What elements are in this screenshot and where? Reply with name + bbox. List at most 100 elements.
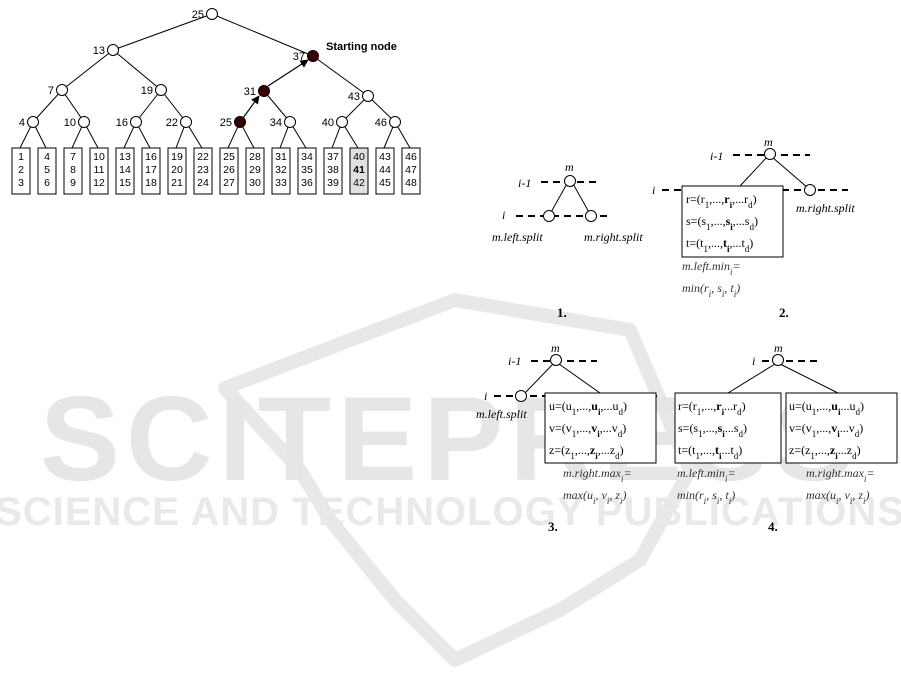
watermark (218, 293, 697, 667)
tuple-part: ) (738, 443, 742, 457)
leaf-value: 7 (70, 151, 76, 163)
tuple-part: ,...v (600, 421, 618, 435)
p4-edge-left (727, 363, 776, 394)
tuple-part: ,..., (709, 192, 724, 206)
note-line: min(ri, si, ti) (682, 281, 740, 299)
tuple-part: ,..., (701, 399, 716, 413)
tree-node-label: 25 (220, 117, 232, 129)
leaf-value: 42 (353, 177, 365, 189)
tuple-part: 1 (572, 407, 577, 417)
leaf-value: 5 (44, 164, 50, 176)
tuple-row: z=(z1,...,zi,...zd) (549, 443, 624, 461)
tuple-part: i (727, 244, 730, 254)
tree-node-label: 16 (116, 117, 128, 129)
tuple-part: s=(s (678, 421, 698, 435)
tuple-row: r=(r1,...,ri...rd) (678, 399, 746, 417)
tuple-part: i (722, 407, 725, 417)
tuple-part: ) (754, 214, 758, 228)
tuple-part: ,...t (729, 236, 745, 250)
tuple-part: ...s (725, 421, 739, 435)
search-path-arrows (242, 59, 309, 119)
tuple-part: t (715, 443, 719, 457)
tuple-part: i (835, 451, 838, 461)
p1-level-bot: i (502, 208, 505, 222)
p4-level: i (752, 354, 755, 368)
p3-left-split: m.left.split (476, 407, 527, 421)
p1-edge-left (549, 181, 569, 215)
note-part: ) (865, 488, 870, 502)
tree-leaves: 1234567891011121314151617181920212223242… (11, 147, 421, 195)
tuple-part: r=(r (678, 399, 697, 413)
p3-rows: u=(u1,...,ui,...ud)v=(v1,...,vi,...vd)z=… (549, 399, 627, 461)
note-part: max(u (563, 488, 593, 502)
p2-right-split: m.right.split (796, 201, 855, 215)
tuple-part: 1 (705, 200, 710, 210)
tuple-part: i (730, 222, 733, 232)
tuple-row: t=(t1,...,ti...td) (678, 443, 742, 461)
tuple-row: u=(u1,...,ui...ud) (789, 399, 864, 417)
p3-m-label: m (551, 341, 560, 355)
tuple-part: 1 (695, 451, 700, 461)
tuple-part: 1 (697, 407, 702, 417)
leaf-box (401, 147, 421, 195)
tuple-part: 1 (812, 407, 817, 417)
leaf-value: 9 (70, 177, 76, 189)
tree-node-label: 40 (322, 117, 334, 129)
leaf-box (323, 147, 343, 195)
tree-node (258, 85, 270, 97)
p3-box (544, 392, 657, 464)
tuple-part: 1 (703, 244, 708, 254)
leaf-box (349, 147, 369, 195)
note-part: = (733, 259, 741, 273)
leaf-value: 17 (145, 164, 157, 176)
tuple-part: t=(t (686, 236, 704, 250)
p1-right-split: m.right.split (584, 230, 643, 244)
tuple-row: u=(u1,...,ui,...ud) (549, 399, 627, 417)
tree-node (180, 116, 192, 128)
tuple-part: i (598, 407, 601, 417)
note-line: min(ri, si, ti) (677, 488, 735, 506)
panel-4: m i r=(r1,...,ri...rd)s=(s1,...,si...sd)… (674, 341, 898, 534)
tuple-row: z=(z1,...,zi...zd) (789, 443, 861, 461)
note-part: i (607, 496, 610, 506)
p2-caption: 2. (779, 305, 789, 320)
leaf-value: 29 (249, 164, 261, 176)
note-part: ) (622, 488, 627, 502)
leaf-value: 15 (119, 177, 131, 189)
tuple-part: ...v (840, 421, 855, 435)
tuple-part: 1 (698, 429, 703, 439)
leaf-value: 14 (119, 164, 131, 176)
note-part: min(r (677, 488, 704, 502)
tuple-part: v=(v (789, 421, 812, 435)
leaf-value: 8 (70, 164, 76, 176)
tuple-part: ,..., (703, 421, 718, 435)
note-part: i (734, 289, 737, 299)
tuple-part: t=(t (678, 443, 696, 457)
p2-notes: m.left.mini=min(ri, si, ti) (682, 259, 741, 299)
leaf-value: 34 (301, 151, 313, 163)
tuple-part: ,..., (816, 399, 831, 413)
leaf-value: 43 (379, 151, 391, 163)
tuple-part: u=(u (549, 399, 572, 413)
tuple-part: r (724, 192, 730, 206)
tuple-part: ) (622, 421, 626, 435)
leaf-value: 44 (379, 164, 391, 176)
tuple-part: 1 (572, 429, 577, 439)
tuple-part: r (716, 399, 722, 413)
p3-edge-left (523, 363, 554, 395)
tuple-part: s=(s (686, 214, 706, 228)
tuple-part: 1 (810, 451, 815, 461)
tree-node (284, 116, 296, 128)
leaf-value: 40 (353, 151, 365, 163)
tuple-part: ,...u (600, 399, 618, 413)
note-part: max(u (806, 488, 836, 502)
watermark-small: SCIENCE AND TECHNOLOGY PUBLICATIONS (0, 490, 901, 534)
note-part: , t (719, 488, 729, 502)
tuple-row: s=(s1,...,si...sd) (678, 421, 747, 439)
p2-node-right (804, 184, 816, 196)
leaf-value: 45 (379, 177, 391, 189)
tuple-part: i (719, 451, 722, 461)
note-part: = (867, 466, 875, 480)
tuple-row: r=(r1,...,ri,...rd) (686, 192, 757, 210)
